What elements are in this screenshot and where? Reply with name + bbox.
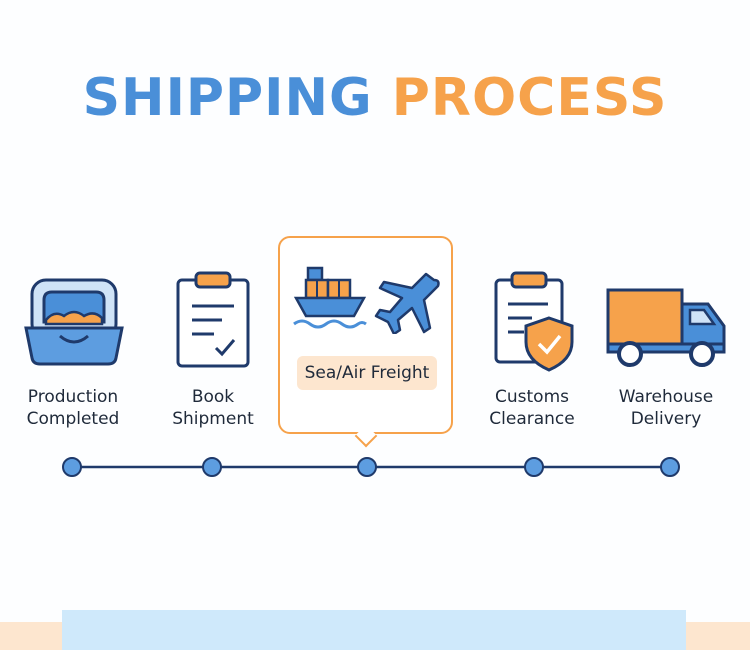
bottom-band-right <box>686 622 750 650</box>
title-word-shipping: SHIPPING <box>82 68 373 128</box>
timeline-dot <box>357 457 377 477</box>
page-title: SHIPPING PROCESS <box>0 68 750 128</box>
step-label-production: Production Completed <box>26 387 120 429</box>
plane-icon <box>374 272 440 334</box>
step-label-freight: Sea/Air Freight <box>297 356 437 390</box>
bottom-band-left <box>0 622 62 650</box>
clipboard-check-icon <box>176 271 250 368</box>
timeline-dot <box>62 457 82 477</box>
timeline-dot <box>202 457 222 477</box>
litter-box-icon <box>24 278 124 366</box>
title-word-process: PROCESS <box>391 68 668 128</box>
step-label-warehouse: Warehouse Delivery <box>618 387 714 429</box>
step-label-customs: Customs Clearance <box>489 387 575 429</box>
clipboard-shield-icon <box>494 271 574 372</box>
truck-icon <box>606 288 726 367</box>
timeline-dot <box>524 457 544 477</box>
step-label-book-shipment: Book Shipment <box>172 387 254 429</box>
bottom-panel <box>62 610 686 650</box>
timeline-dot <box>660 457 680 477</box>
ship-icon <box>293 266 367 329</box>
